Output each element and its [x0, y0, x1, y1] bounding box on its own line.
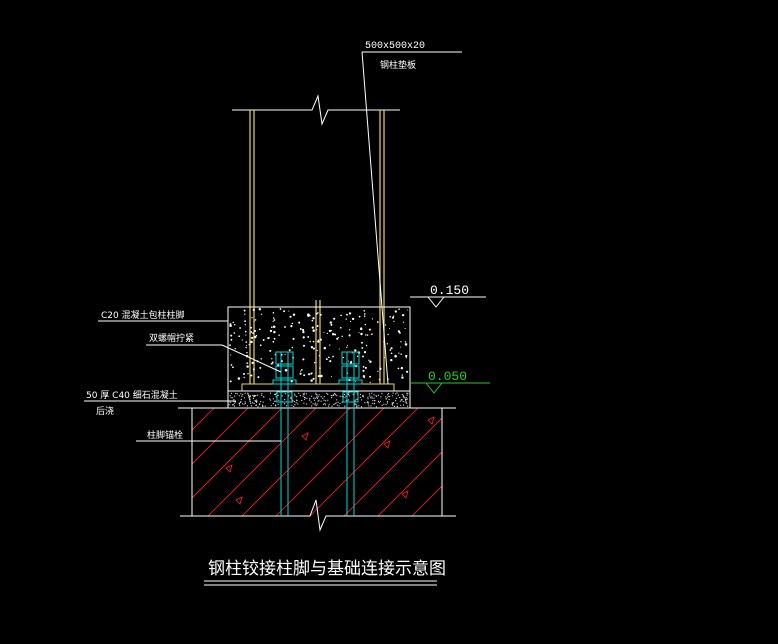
- title-underline: [204, 580, 437, 586]
- anchor-bolt-label: 柱脚锚栓: [147, 429, 183, 441]
- elevation-top-label: 0.150: [430, 283, 469, 298]
- anchor-bolt-left: [272, 351, 297, 516]
- drawing-title: 钢柱铰接柱脚与基础连接示意图: [208, 559, 446, 579]
- concrete-encasement-label: C20 混凝土包柱柱脚: [101, 309, 185, 321]
- grout-note-label: 后浇: [96, 405, 114, 417]
- foundation-block: [178, 407, 456, 532]
- elevation-base-label: 0.050: [428, 369, 467, 384]
- elevation-marker-base: [410, 382, 490, 394]
- plate-spec-leader: [361, 51, 462, 385]
- plate-spec-label: 500x500x20: [365, 41, 425, 52]
- top-break-line: [232, 94, 400, 126]
- plate-name-label: 钢柱垫板: [380, 59, 416, 71]
- elevation-marker-top: [410, 296, 486, 308]
- grout-layer: [227, 390, 411, 409]
- steel-column: [249, 110, 385, 384]
- concrete-speckle-texture: [229, 308, 409, 383]
- base-plate: [241, 383, 395, 392]
- grout-label: 50 厚 C40 细石混凝土: [86, 389, 178, 401]
- left-leaders: [84, 320, 282, 442]
- anchor-bolt-right: [338, 351, 363, 516]
- concrete-encasement: [227, 306, 411, 392]
- double-nut-label: 双螺帽拧紧: [149, 332, 194, 344]
- bottom-break-line: [180, 499, 456, 532]
